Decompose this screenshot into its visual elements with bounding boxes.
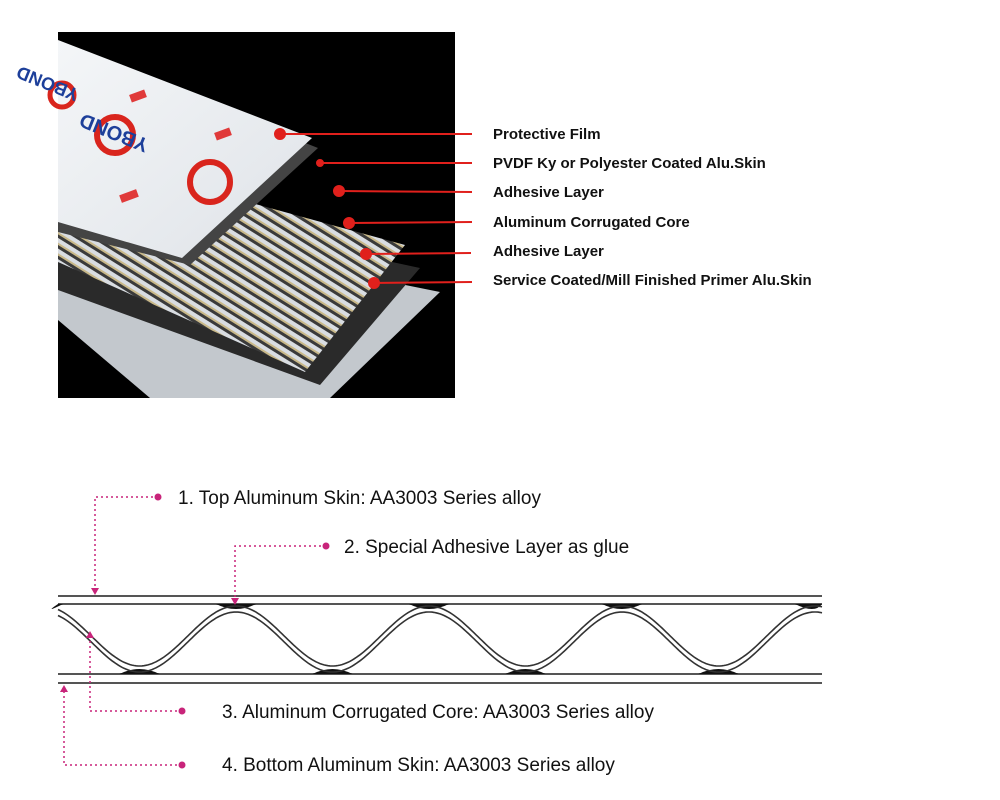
label-coated-skin: PVDF Ky or Polyester Coated Alu.Skin	[493, 155, 766, 172]
annotation-core: 3. Aluminum Corrugated Core: AA3003 Seri…	[222, 702, 654, 723]
adhesive-bond-top	[51, 604, 63, 609]
layer-leaders	[274, 128, 473, 289]
annotation-top-skin: 1. Top Aluminum Skin: AA3003 Series allo…	[178, 488, 541, 509]
label-corrugated-core: Aluminum Corrugated Core	[493, 214, 690, 231]
label-bottom-skin: Service Coated/Mill Finished Primer Alu.…	[493, 272, 812, 289]
cross-section	[51, 595, 823, 684]
label-protective-film: Protective Film	[493, 126, 601, 143]
annotation-bottom-skin: 4. Bottom Aluminum Skin: AA3003 Series a…	[222, 755, 615, 776]
annotation-markers	[60, 493, 330, 769]
annotation-adhesive: 2. Special Adhesive Layer as glue	[344, 537, 629, 558]
label-adhesive-upper: Adhesive Layer	[493, 184, 604, 201]
protective-film	[58, 40, 312, 258]
annotation-leaders	[63, 496, 326, 766]
panel-photo: YBOND YBOND	[14, 32, 455, 398]
label-adhesive-lower: Adhesive Layer	[493, 243, 604, 260]
